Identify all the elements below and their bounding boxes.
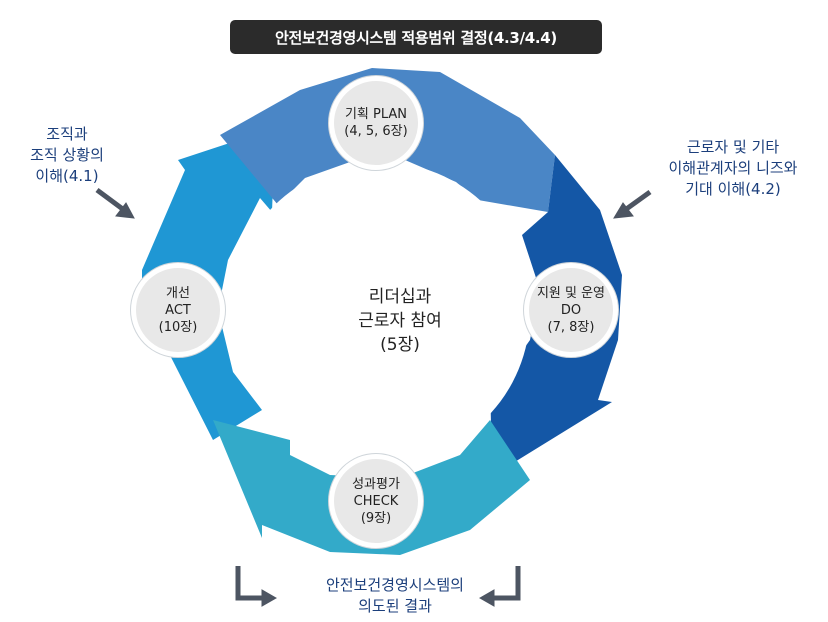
center-line: (5장) bbox=[380, 335, 420, 355]
act-node-code: ACT bbox=[165, 302, 191, 318]
plan-node-chapters: (4, 5, 6장) bbox=[344, 124, 408, 139]
plan-node-label: 기획 PLAN bbox=[344, 107, 408, 122]
do-node-label: 지원 및 운영 bbox=[536, 285, 606, 301]
outcome-left-arrow bbox=[235, 566, 278, 607]
right-note-arrow bbox=[613, 189, 652, 219]
check-node-label: 성과평가 bbox=[352, 476, 400, 492]
check-node: 성과평가 CHECK (9장) bbox=[329, 454, 423, 548]
act-node-chapters: (10장) bbox=[158, 319, 198, 335]
act-node-label: 개선 bbox=[166, 285, 190, 301]
right-note-line: 이해관계자의 니즈와 bbox=[668, 159, 798, 177]
right-note: 근로자 및 기타 이해관계자의 니즈와 기대 이해(4.2) bbox=[640, 137, 826, 200]
page-title: 안전보건경영시스템 적용범위 결정(4.3/4.4) bbox=[230, 20, 602, 54]
outcome-line: 안전보건경영시스템의 bbox=[325, 576, 464, 594]
left-note-arrow bbox=[95, 187, 135, 219]
outcome-right-arrow bbox=[478, 566, 521, 607]
left-note-line: 조직과 bbox=[46, 125, 88, 143]
do-node-code: DO bbox=[560, 302, 582, 318]
outcome-label: 안전보건경영시스템의 의도된 결과 bbox=[275, 575, 515, 617]
center-label: 리더십과 근로자 참여 (5장) bbox=[300, 285, 500, 357]
left-note-line: 조직 상황의 bbox=[30, 146, 104, 164]
plan-node: 기획 PLAN (4, 5, 6장) bbox=[329, 76, 423, 170]
do-node: 지원 및 운영 DO (7, 8장) bbox=[524, 263, 618, 357]
left-note-line: 이해(4.1) bbox=[35, 167, 99, 185]
center-line: 리더십과 bbox=[368, 287, 432, 307]
right-note-line: 근로자 및 기타 bbox=[686, 138, 780, 156]
act-node: 개선 ACT (10장) bbox=[131, 263, 225, 357]
check-node-chapters: (9장) bbox=[360, 510, 392, 526]
inner-circle bbox=[230, 162, 530, 462]
check-node-code: CHECK bbox=[353, 493, 399, 509]
right-note-line: 기대 이해(4.2) bbox=[685, 180, 781, 198]
center-line: 근로자 참여 bbox=[358, 311, 442, 331]
left-note: 조직과 조직 상황의 이해(4.1) bbox=[8, 124, 126, 187]
outcome-line: 의도된 결과 bbox=[358, 597, 432, 615]
do-node-chapters: (7, 8장) bbox=[547, 319, 595, 335]
